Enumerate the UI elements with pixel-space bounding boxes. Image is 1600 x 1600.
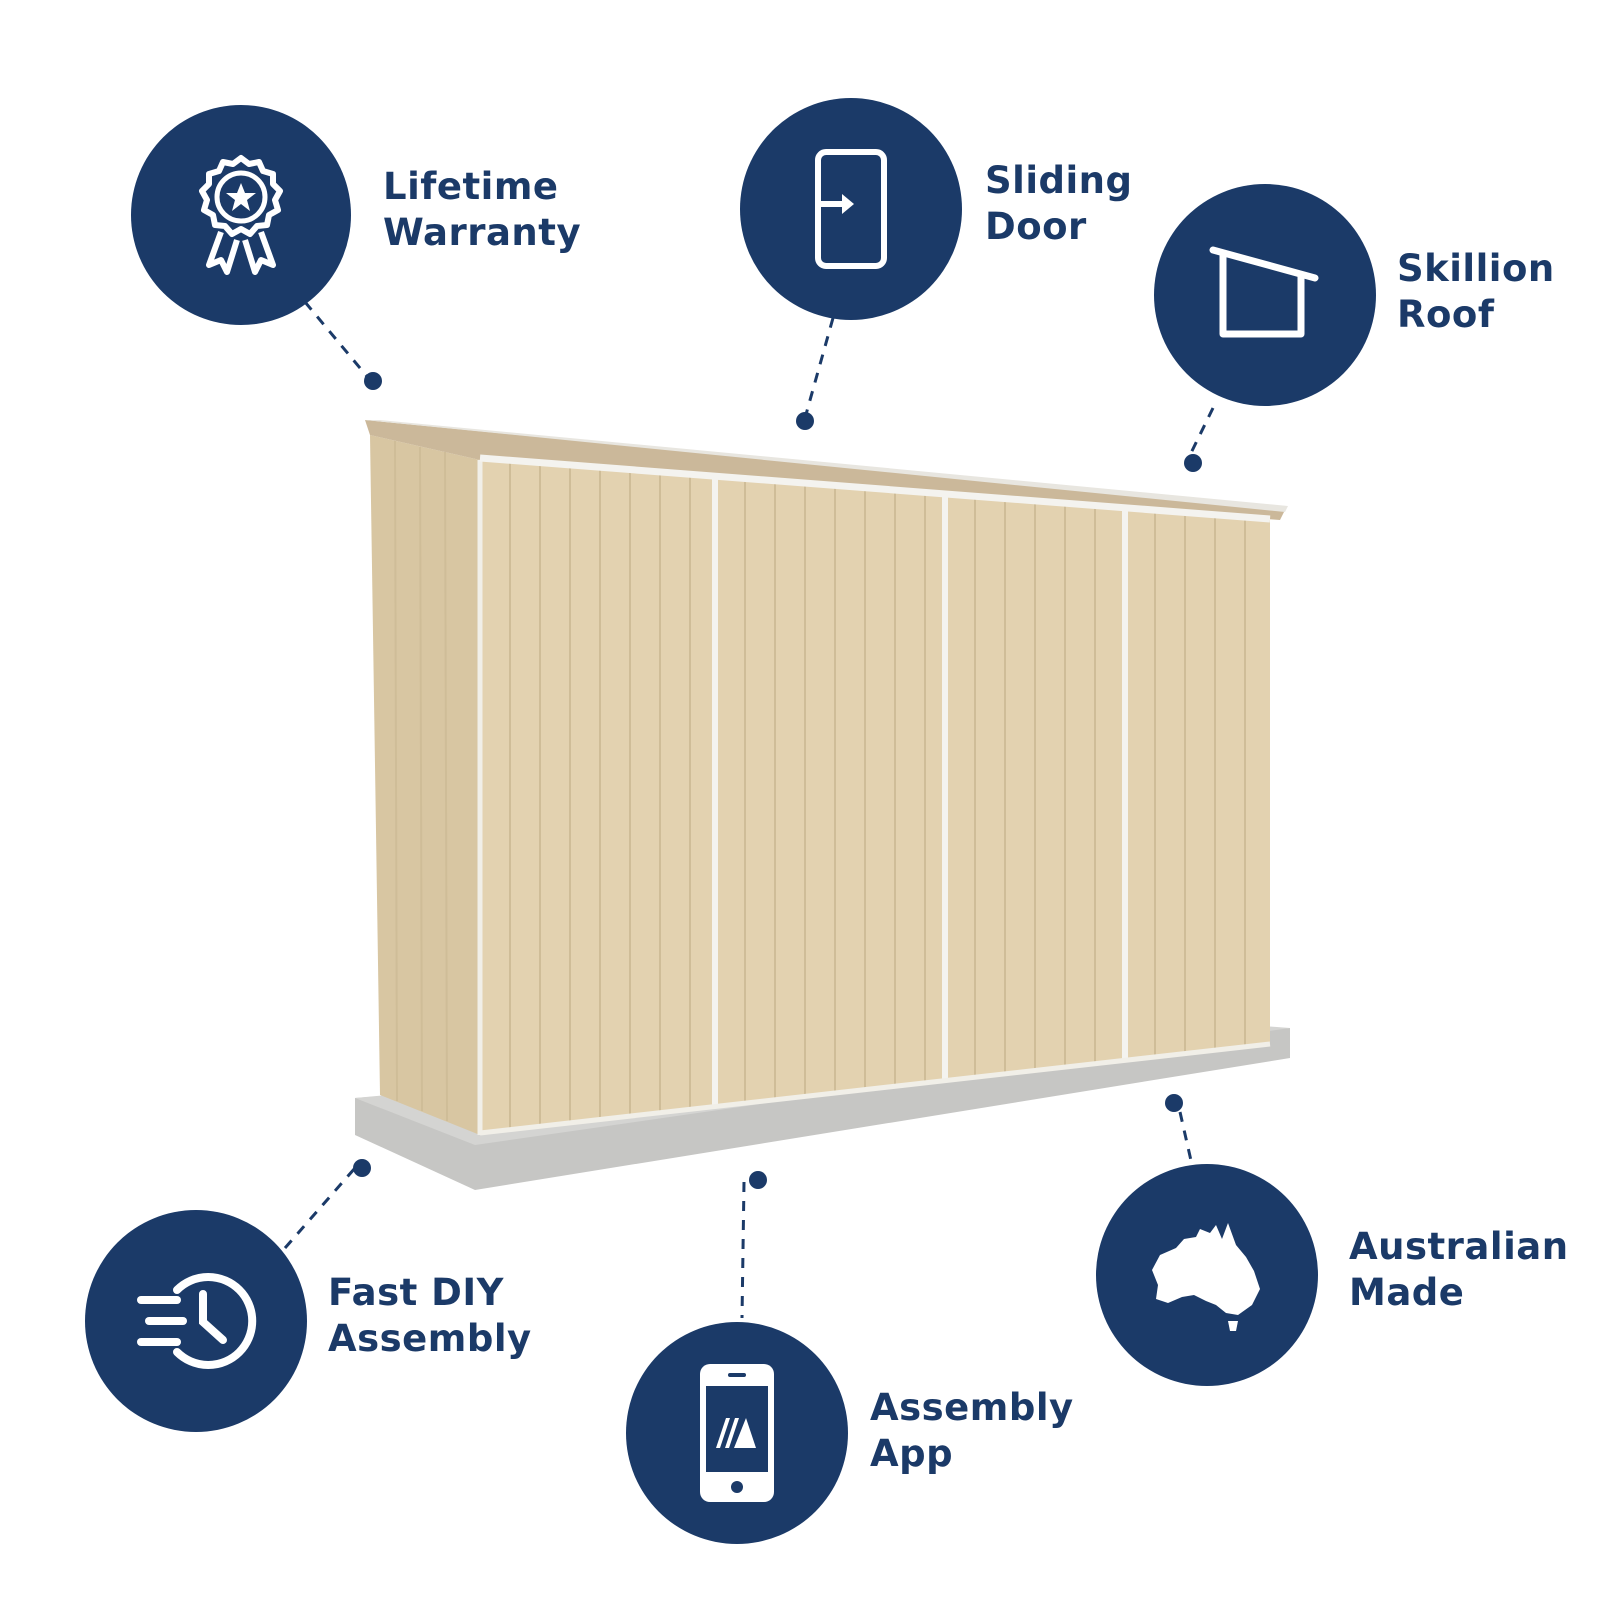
feature-badge-fast-diy-assembly — [85, 1210, 307, 1432]
feature-badge-australian-made — [1096, 1164, 1318, 1386]
leader-dot — [1184, 454, 1202, 472]
leader-dot — [353, 1159, 371, 1177]
australia-map-icon — [1152, 1223, 1260, 1331]
award-ribbon-icon — [199, 155, 283, 275]
feature-badge-lifetime-warranty — [131, 105, 351, 325]
leader-dot — [1165, 1094, 1183, 1112]
feature-badge-assembly-app — [626, 1322, 848, 1544]
smartphone-app-icon — [700, 1364, 774, 1502]
leader-dot — [796, 412, 814, 430]
leader-dot — [749, 1171, 767, 1189]
fast-clock-icon — [137, 1273, 257, 1369]
feature-badge-skillion-roof — [1154, 184, 1376, 406]
sliding-door-icon — [815, 149, 887, 269]
skillion-roof-icon — [1209, 246, 1319, 338]
leader-dot — [364, 372, 382, 390]
feature-badge-sliding-door — [740, 98, 962, 320]
